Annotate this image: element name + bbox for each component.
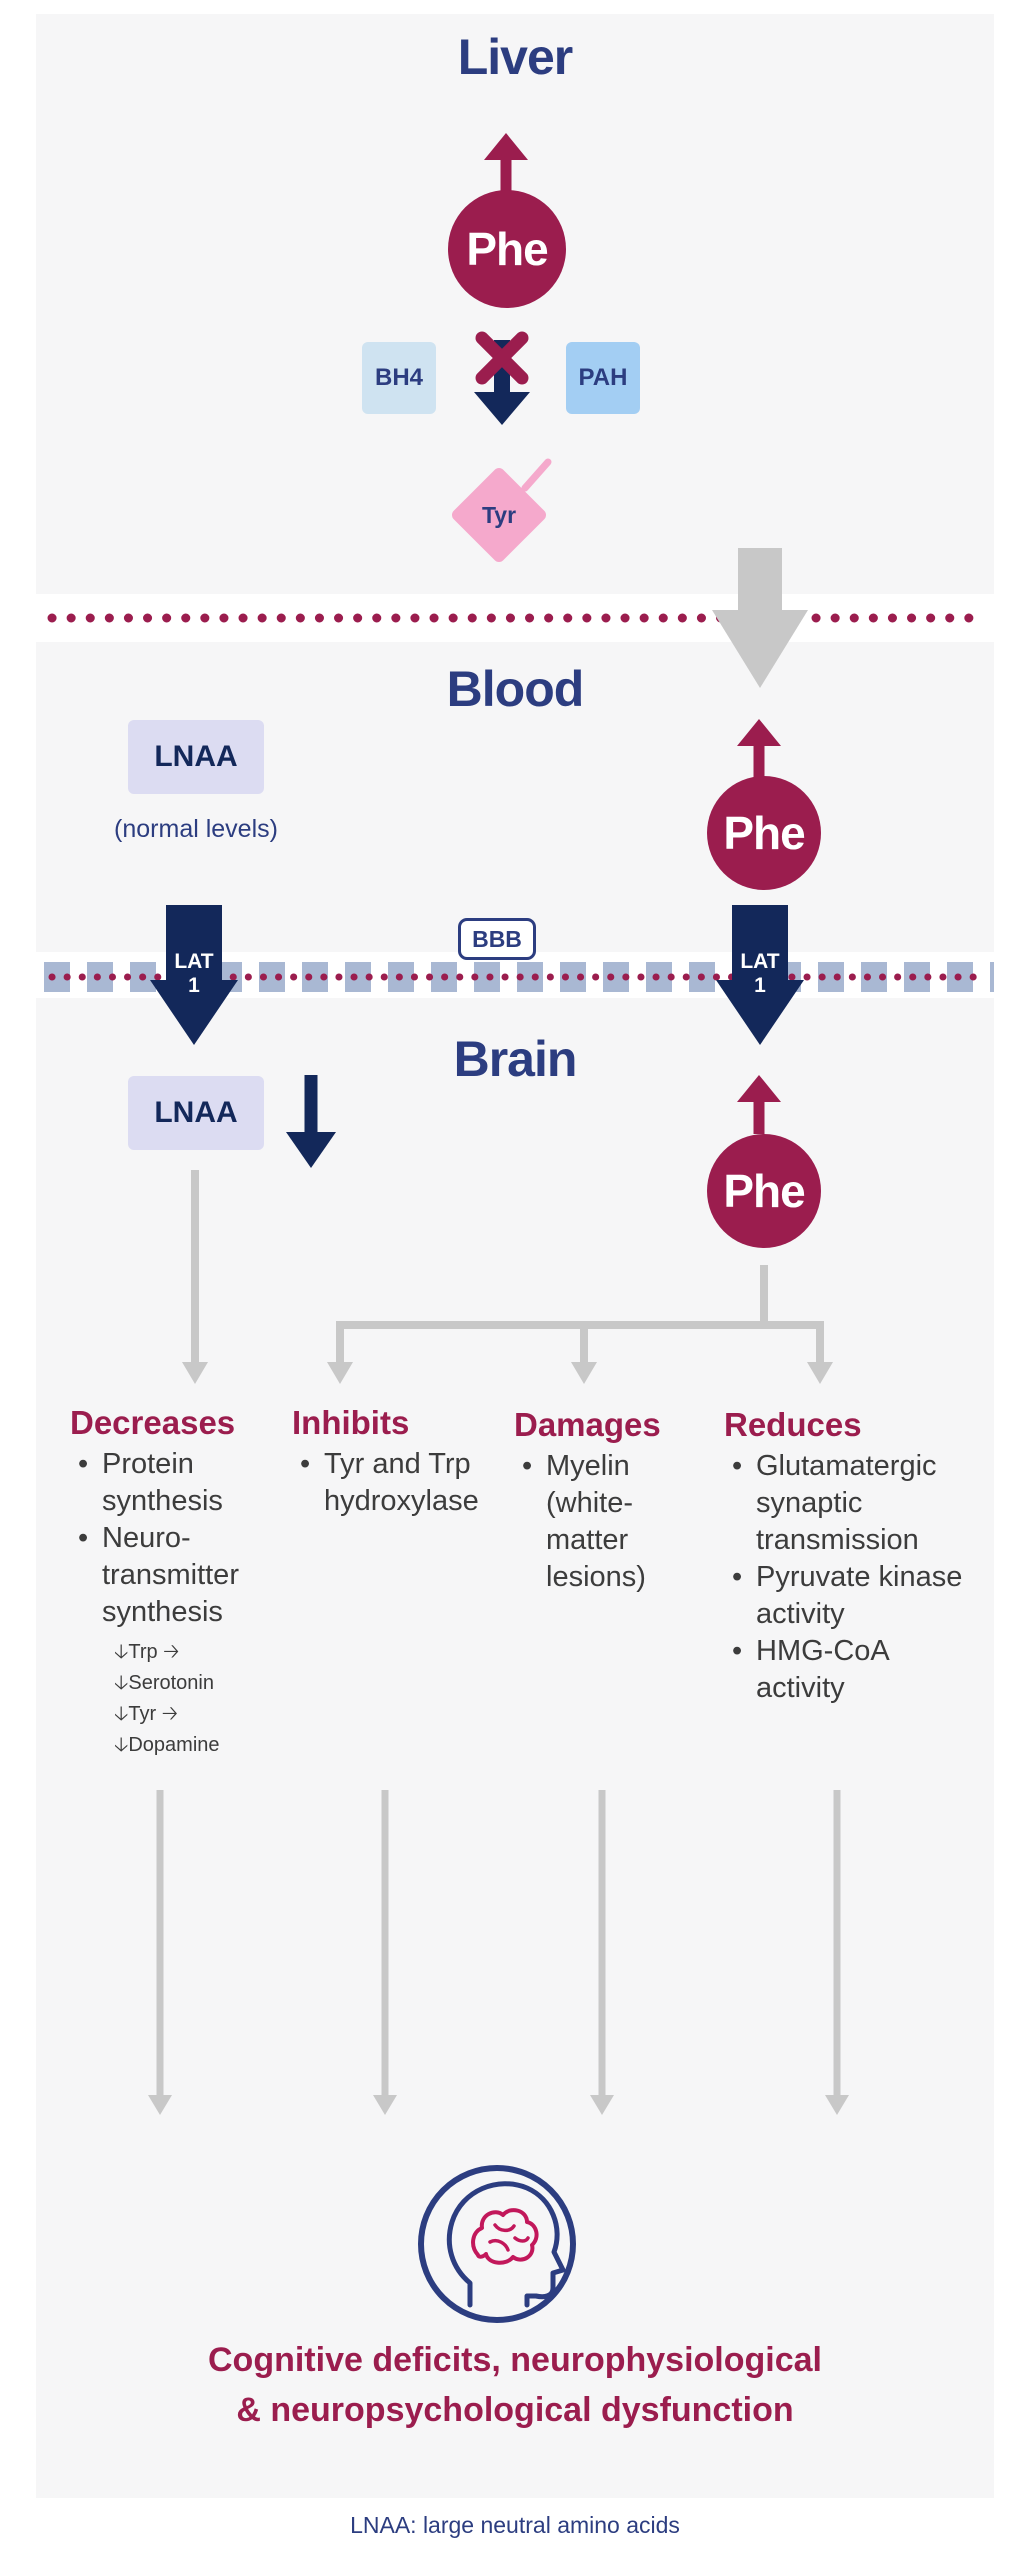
effect-decreases: Decreases Protein synthesis Neuro-transm… [70, 1404, 290, 1761]
effect-item: HMG-CoA activity [724, 1633, 976, 1707]
brain-title: Brain [453, 1031, 578, 1087]
cross-icon [475, 331, 529, 385]
blood-panel [36, 642, 994, 952]
liver-title: Liver [457, 29, 574, 85]
down-arrow-icon [286, 1075, 336, 1168]
effect-inhibits: Inhibits Tyr and Trp hydroxylase [292, 1404, 512, 1520]
lat1-label-left: LAT 1 [174, 950, 214, 997]
effect-to-outcome-arrows [148, 1790, 849, 2115]
effect-item: Myelin (white-matter lesions) [514, 1448, 696, 1596]
liver-to-blood-arrow [712, 548, 808, 688]
up-arrow-icon [484, 133, 528, 196]
effect-heading: Reduces [724, 1406, 862, 1443]
effect-damages: Damages Myelin (white-matter lesions) [514, 1406, 724, 1596]
up-arrow-icon [737, 1075, 781, 1134]
footnote: LNAA: large neutral amino acids [350, 2512, 680, 2538]
lnaa-connector-arrow [182, 1170, 208, 1384]
lnaa-normal-levels: (normal levels) [114, 815, 278, 843]
effect-item: Pyruvate kinase activity [724, 1559, 976, 1633]
lat1-arrow-left [150, 905, 238, 1045]
effect-item: Tyr and Trp hydroxylase [292, 1446, 512, 1520]
brain-head-icon [418, 2165, 576, 2323]
outcome-line-2: & neuropsychological dysfunction [236, 2391, 794, 2429]
phe-branch-connector [327, 1265, 833, 1384]
effect-heading: Decreases [70, 1404, 236, 1441]
effect-sub-item: 🡣Tyr 🡢 [114, 1703, 178, 1725]
effect-item: Neuro-transmitter synthesis [70, 1520, 290, 1631]
effect-reduces: Reduces Glutamatergic synaptic transmiss… [724, 1406, 984, 1707]
effect-heading: Damages [514, 1406, 661, 1443]
blood-title: Blood [446, 661, 585, 717]
tyr-label: Tyr [481, 501, 517, 528]
outcome-text: Cognitive deficits, neurophysiological &… [36, 2335, 994, 2435]
effect-item: Glutamatergic synaptic transmission [724, 1448, 976, 1559]
up-arrow-icon [737, 719, 781, 778]
blood-phe-circle: Phe [707, 776, 821, 890]
bbb-label: BBB [458, 918, 536, 960]
pah-badge: PAH [566, 342, 640, 414]
bh4-badge: BH4 [362, 342, 436, 414]
liver-phe-circle: Phe [448, 190, 566, 308]
lat1-arrow-right [716, 905, 804, 1045]
tyr-tail [521, 458, 552, 492]
effect-sub-item: 🡣Trp 🡢 [114, 1641, 180, 1663]
brain-phe-circle: Phe [707, 1134, 821, 1248]
effect-sub-item: 🡣Serotonin [114, 1672, 214, 1694]
brain-lnaa-badge: LNAA [128, 1076, 264, 1150]
effect-heading: Inhibits [292, 1404, 410, 1441]
blood-lnaa-badge: LNAA [128, 720, 264, 794]
effect-item: Protein synthesis [70, 1446, 290, 1520]
effect-sub-item: 🡣Dopamine [114, 1734, 220, 1756]
lat1-label-right: LAT 1 [740, 950, 780, 997]
outcome-line-1: Cognitive deficits, neurophysiological [208, 2341, 822, 2379]
